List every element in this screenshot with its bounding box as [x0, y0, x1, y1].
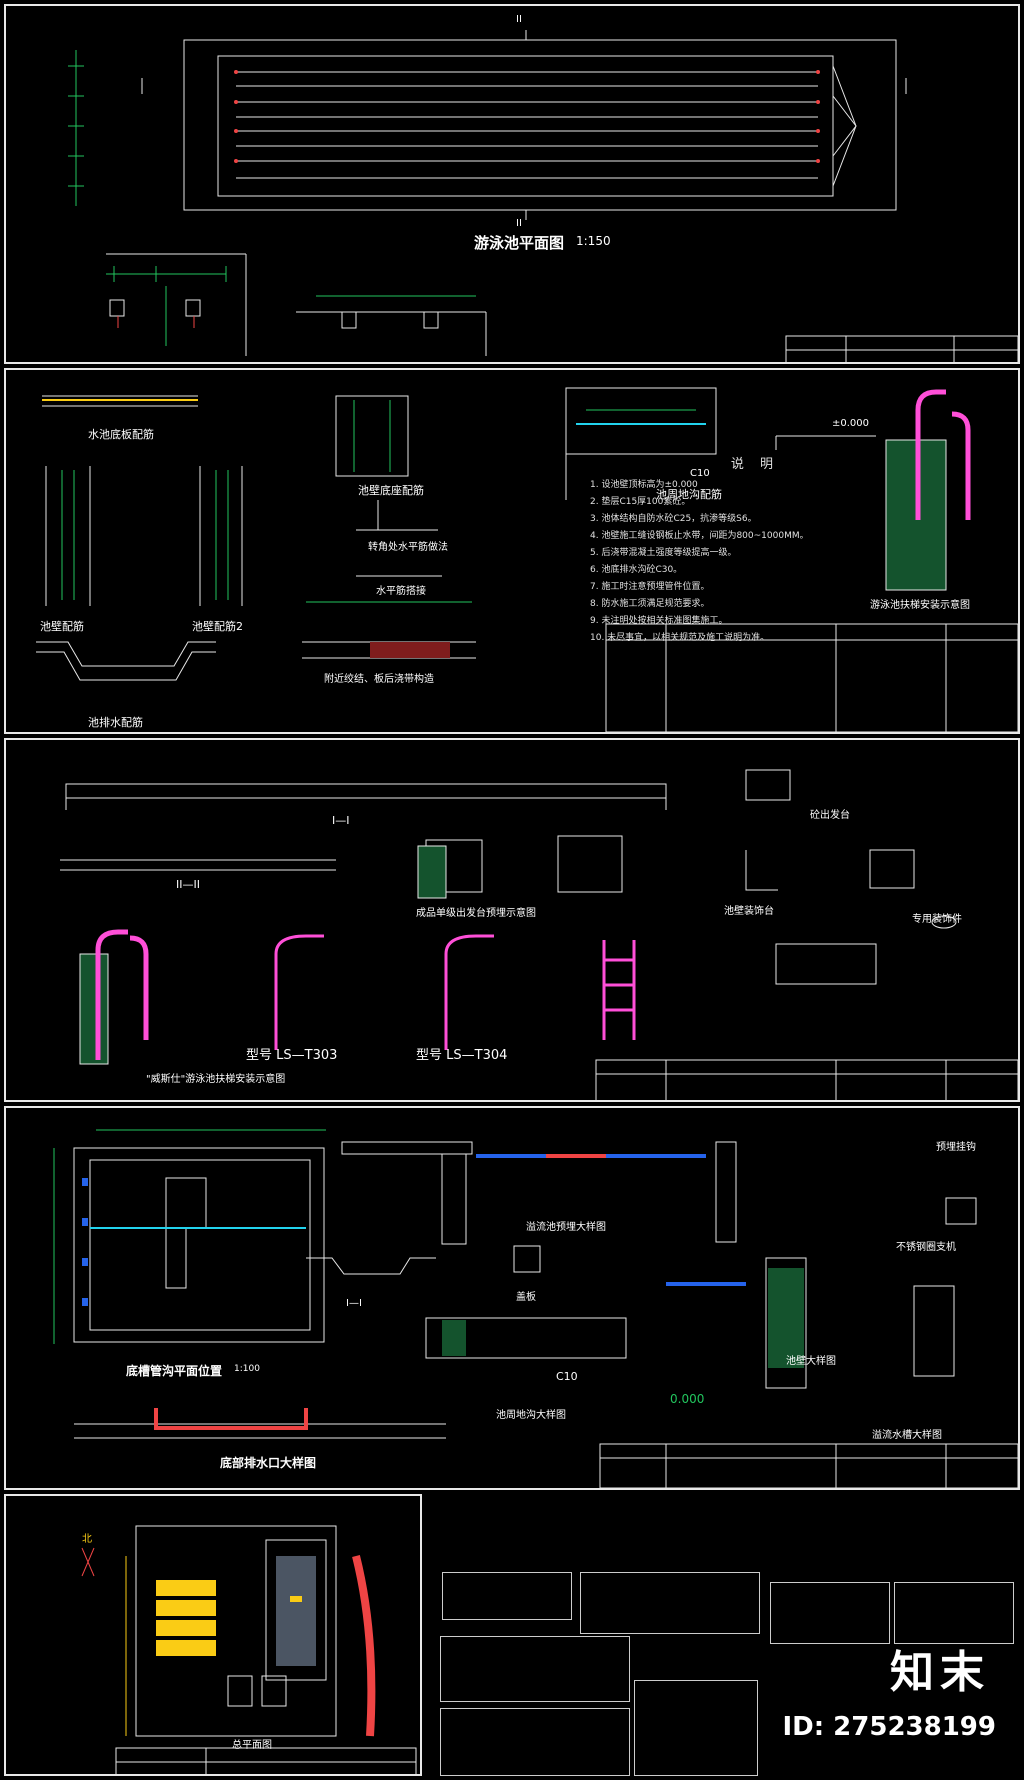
ladder-model-303: 型号 LS—T303 [246, 1048, 338, 1063]
label-overflow-trough: 溢流水槽大样图 [872, 1430, 942, 1441]
pipe-trench-scale: 1:100 [234, 1364, 260, 1374]
label-floor-slab: 水池底板配筋 [88, 428, 154, 441]
thumbnail-sheet-6 [634, 1680, 758, 1776]
thumbnail-sheet-3 [770, 1582, 890, 1644]
ladder-model-304: 型号 LS—T304 [416, 1048, 508, 1063]
label-concrete-block: 砼出发台 [810, 810, 850, 821]
thumbnail-sheet-7 [440, 1708, 630, 1776]
label-ladder-install: 游泳池扶梯安装示意图 [870, 600, 970, 611]
north-arrow [81, 1547, 95, 1577]
pipe-detail-drawing [53, 1129, 1018, 1488]
label-ladder-install-2: "威斯仕"游泳池扶梯安装示意图 [146, 1074, 286, 1085]
label-wall-detail: 池壁大样图 [786, 1356, 836, 1367]
section-2: II—II [176, 878, 200, 891]
ladder-wall-section [79, 953, 109, 1065]
label-cover: 盖板 [516, 1292, 536, 1303]
ladder-rail [915, 389, 946, 520]
label-wall-rebar: 池壁配筋 [40, 620, 84, 633]
section-mark-bottom: II [516, 218, 522, 229]
label-wall-base: 池壁底座配筋 [358, 484, 424, 497]
straight-ladder [602, 940, 636, 1040]
site-plan-sheet: 北 总平面图 [4, 1494, 422, 1776]
label-hook: 预埋挂钩 [936, 1142, 976, 1153]
section-1: I—I [332, 814, 350, 827]
note-line: 1. 设池壁顶标高为±0.000 [590, 480, 698, 490]
note-line: 7. 施工时注意预埋管件位置。 [590, 582, 710, 592]
section-mark-top: II [516, 14, 522, 25]
label-wall-rebar-2: 池壁配筋2 [192, 620, 243, 633]
trench-fill [442, 1320, 466, 1356]
pool-plan-drawing [68, 30, 1018, 362]
label-bottom-drain: 底部排水口大样图 [220, 1456, 317, 1470]
structure-detail-drawing [36, 387, 1018, 732]
north-label: 北 [82, 1534, 92, 1545]
concrete-grade-2: C10 [556, 1370, 578, 1383]
label-lap-splice: 水平筋搭接 [376, 586, 426, 597]
site-plan-drawing [81, 1525, 417, 1774]
label-steel-ring: 不锈钢圈支机 [896, 1242, 956, 1253]
asset-id: ID: 275238199 [782, 1712, 996, 1742]
note-line: 6. 池底排水沟砼C30。 [590, 565, 683, 575]
accessory-detail-sheet: I—I II—II 成品单级出发台预埋示意图 砼出发台 池壁装饰台 专用装饰件 … [4, 738, 1020, 1102]
pool-plan-sheet: II II 游泳池平面图 1:150 [4, 4, 1020, 364]
accessory-detail-drawing [60, 769, 1018, 1100]
model-303-rail [274, 934, 324, 1050]
note-line: 9. 未注明处按相关标准图集施工。 [590, 616, 728, 626]
level-zero: 0.000 [670, 1392, 705, 1406]
thumbnail-sheet-4 [894, 1582, 1014, 1644]
start-block-section [417, 845, 447, 899]
thumbnail-sheet-5 [440, 1636, 630, 1702]
site-plan-title: 总平面图 [232, 1740, 272, 1751]
label-overflow: 溢流池预埋大样图 [526, 1222, 606, 1233]
label-post-pour: 附近绞结、板后浇带构造 [324, 674, 434, 685]
label-trench-detail: 池周地沟大样图 [496, 1410, 566, 1421]
note-line: 4. 池壁施工缝设钢板止水带，间距为800~1000MM。 [590, 531, 809, 541]
road-red [352, 1555, 376, 1737]
notes-title: 说 明 [730, 457, 780, 472]
pool-marker [290, 1596, 302, 1602]
level-mark: ±0.000 [832, 418, 870, 429]
label-special-part: 专用装饰件 [912, 914, 962, 925]
pipe-detail-sheet: 底槽管沟平面位置 1:100 底部排水口大样图 溢流池预埋大样图 池周地沟大样图… [4, 1106, 1020, 1490]
label-corner-rebar: 转角处水平筋做法 [368, 542, 448, 553]
concrete-grade: C10 [690, 468, 710, 479]
label-trench: 池周地沟配筋 [656, 488, 722, 501]
ladder-rail-2 [951, 411, 971, 520]
thumbnail-sheet-2 [580, 1572, 760, 1634]
note-line: 5. 后浇带混凝土强度等级提高一级。 [590, 548, 737, 558]
general-notes: 说 明 1. 设池壁顶标高为±0.000 2. 垫层C15厚100素砼。 3. … [590, 456, 920, 647]
note-line: 10. 未尽事宜，以相关规范及施工说明为准。 [590, 633, 770, 643]
drawing-scale: 1:150 [576, 234, 611, 248]
ladder-rail-4 [129, 935, 149, 1040]
note-line: 2. 垫层C15厚100素砼。 [590, 497, 691, 507]
note-line: 8. 防水施工须满足规范要求。 [590, 599, 710, 609]
note-line: 3. 池体结构自防水砼C25，抗渗等级S6。 [590, 514, 757, 524]
drain-pipe [154, 1408, 308, 1430]
ladder-rail-3 [95, 929, 128, 1060]
pool-outline [276, 1556, 316, 1666]
label-wall-decoration: 池壁装饰台 [724, 906, 774, 917]
section-label: I—I [346, 1298, 362, 1309]
model-304-rail [444, 934, 494, 1050]
parking-stalls [156, 1580, 216, 1656]
drawing-title: 游泳池平面图 [474, 234, 565, 252]
thumbnail-sheet-1 [442, 1572, 572, 1620]
label-start-block: 成品单级出发台预埋示意图 [416, 908, 536, 919]
structure-detail-sheet: 水池底板配筋 池壁底座配筋 池周地沟配筋 C10 ±0.000 游泳池扶梯安装示… [4, 368, 1020, 734]
brand-logo: 知末 [890, 1647, 990, 1698]
label-drain-rebar: 池排水配筋 [88, 716, 143, 729]
wall-fill [768, 1268, 804, 1368]
hatched-joint [370, 642, 450, 658]
label-pipe-trench-plan: 底槽管沟平面位置 [126, 1364, 223, 1378]
